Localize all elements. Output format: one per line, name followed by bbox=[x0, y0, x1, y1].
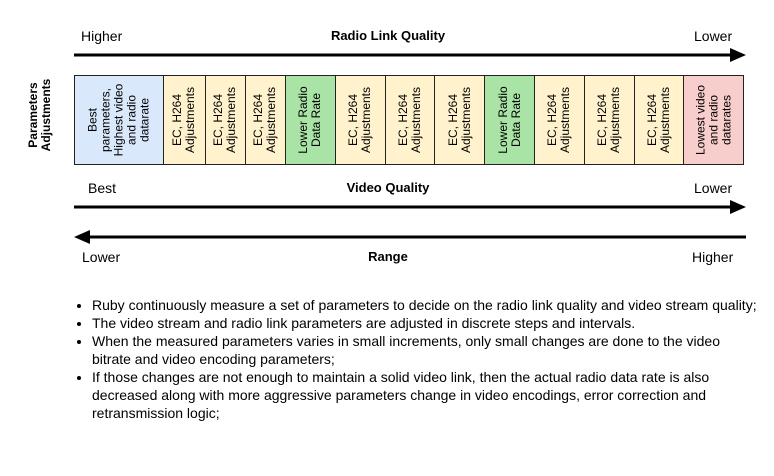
parameter-cell-line: parameters, bbox=[98, 87, 113, 153]
parameter-cell-line: Highest video bbox=[111, 83, 126, 157]
parameter-cell-line: Adjustments bbox=[558, 86, 573, 154]
parameter-cell-line: Data Rate bbox=[508, 92, 523, 148]
radio-link-left-label: Higher bbox=[81, 28, 123, 44]
parameter-cell-line: Lowest video bbox=[693, 84, 708, 156]
parameter-cell-line: datarates bbox=[719, 94, 734, 146]
parameter-cell-line: Data Rate bbox=[309, 92, 324, 148]
bullet-item: Ruby continuously measure a set of param… bbox=[92, 296, 762, 314]
parameter-cell-line: Adjustments bbox=[408, 86, 423, 154]
parameter-cell-line: Adjustments bbox=[608, 86, 623, 154]
radio-link-arrow bbox=[74, 48, 746, 62]
parameters-adjustments-title: Parameters Adjustments bbox=[26, 78, 53, 152]
bullet-item: If those changes are not enough to maint… bbox=[92, 368, 762, 422]
parameter-cell-line: and radio bbox=[706, 94, 721, 146]
bullet-item: When the measured parameters varies in s… bbox=[92, 332, 762, 368]
parameter-cell-line: and radio bbox=[124, 94, 139, 146]
parameter-cell-line: Adjustments bbox=[458, 86, 473, 154]
parameter-cell-line: Lower Radio bbox=[495, 86, 510, 154]
bullet-list: Ruby continuously measure a set of param… bbox=[72, 296, 762, 422]
video-quality-title: Video Quality bbox=[346, 180, 430, 195]
radio-link-title: Radio Link Quality bbox=[330, 28, 446, 43]
range-right-label: Higher bbox=[692, 249, 734, 265]
bullet-item: The video stream and radio link paramete… bbox=[92, 314, 762, 332]
video-quality-left-label: Best bbox=[88, 180, 117, 196]
parameter-cell-line: Adjustments bbox=[264, 86, 279, 154]
side-title-line-2: Adjustments bbox=[39, 78, 53, 152]
range-arrow bbox=[74, 230, 746, 244]
parameter-cell-line: EC, H264 bbox=[445, 93, 460, 147]
video-quality-right-label: Lower bbox=[694, 180, 733, 196]
range-left-label: Lower bbox=[82, 249, 121, 265]
video-quality-arrow bbox=[74, 200, 746, 214]
parameter-cell-line: Adjustments bbox=[658, 86, 673, 154]
parameter-cell-line: Best bbox=[85, 108, 100, 133]
parameter-cell-line: Adjustments bbox=[224, 86, 239, 154]
radio-link-right-label: Lower bbox=[694, 28, 733, 44]
range-title: Range bbox=[368, 249, 408, 264]
parameter-cell-line: Adjustments bbox=[183, 86, 198, 154]
parameter-cell-line: Adjustments bbox=[359, 86, 374, 154]
parameter-cell-line: datarate bbox=[137, 97, 152, 143]
